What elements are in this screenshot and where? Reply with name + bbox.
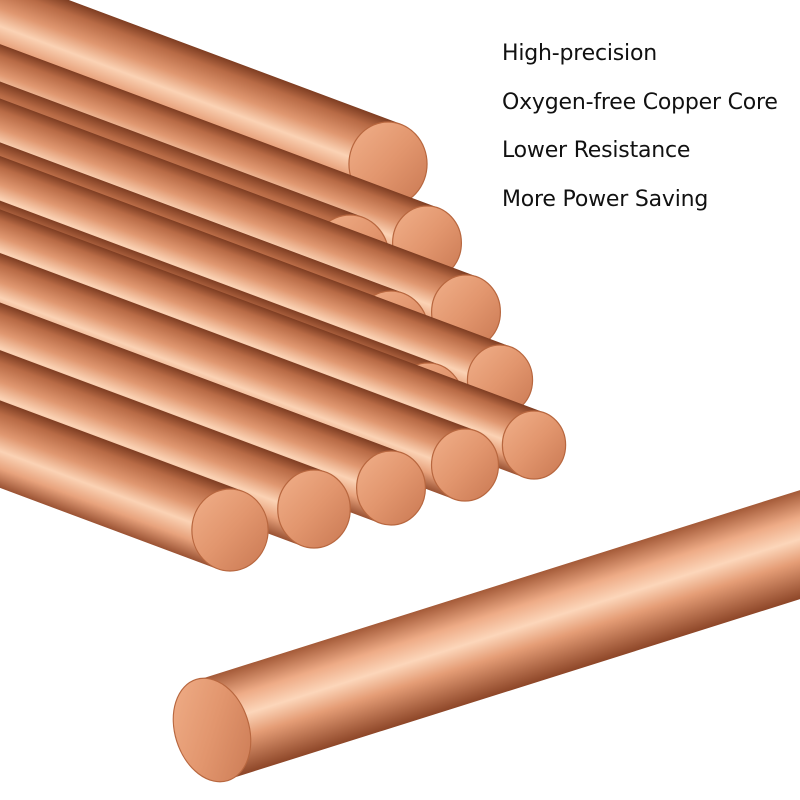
rod-end-face [355,450,427,526]
copper-rod-loose [172,451,800,783]
rod-body [0,0,403,204]
rod-end-face [430,428,500,502]
loose-rod [172,451,800,783]
feature-oxygen-free-core: Oxygen-free Copper Core [502,89,778,115]
copper-rod [0,176,269,572]
rod-end-face [277,469,351,549]
rod-end-face [191,488,269,572]
feature-list: High-precision Oxygen-free Copper Core L… [502,30,778,224]
feature-lower-resistance: Lower Resistance [502,138,691,163]
rod-stack [0,0,567,572]
feature-high-precision: High-precision [502,41,657,66]
rod-end-face [501,410,567,480]
rod-end-face [172,677,252,783]
feature-power-saving: More Power Saving [502,186,709,212]
rod-body [196,451,800,780]
rod-body [0,176,245,569]
